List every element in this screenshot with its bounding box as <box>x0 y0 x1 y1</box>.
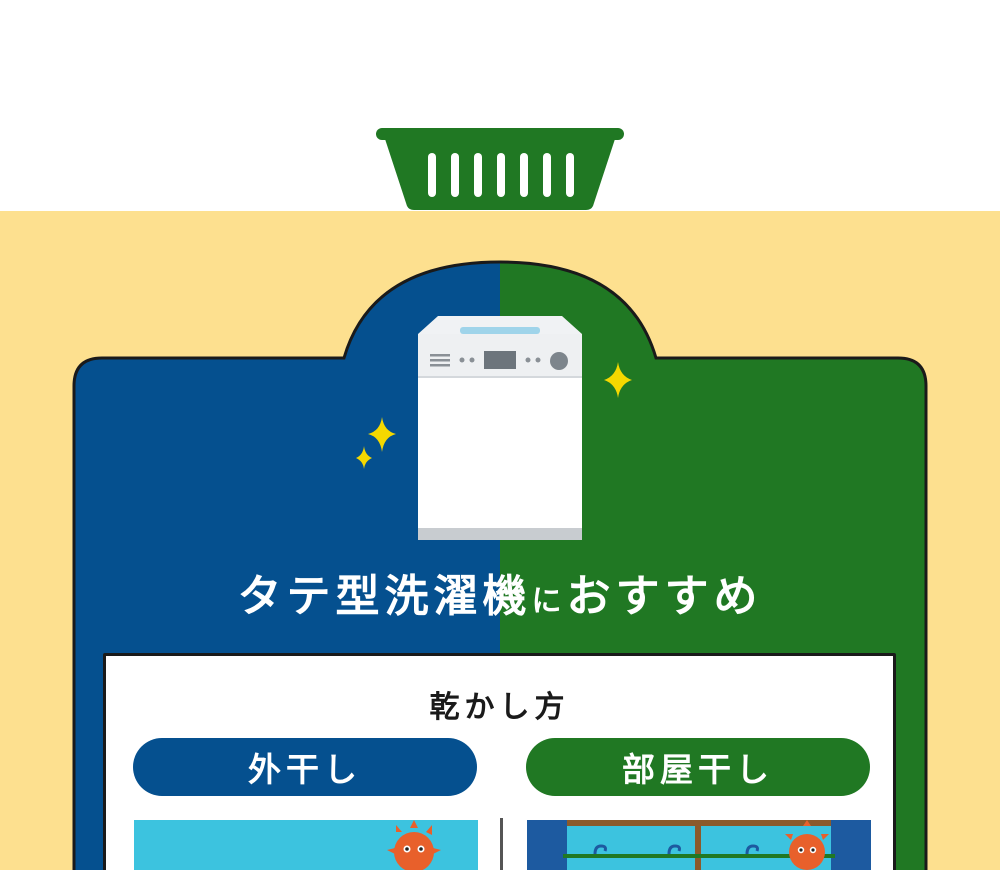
curtain-icon <box>527 820 567 870</box>
washing-machine-icon <box>418 316 582 540</box>
divider <box>500 818 503 870</box>
headline-particle: に <box>531 584 567 619</box>
indoor-drying-button[interactable]: 部屋干し <box>526 738 870 796</box>
headline-recommend: おすすめ <box>566 571 763 622</box>
sparkle-icon <box>356 362 632 469</box>
outdoor-drying-button[interactable]: 外干し <box>133 738 477 796</box>
hanger-icon <box>593 844 759 855</box>
laundry-basket-icon <box>376 128 624 210</box>
outdoor-scene <box>134 820 478 870</box>
sun-icon <box>387 820 441 870</box>
indoor-scene <box>527 820 871 870</box>
headline-product: タテ型洗濯機 <box>237 571 532 622</box>
indoor-window <box>527 820 871 870</box>
headline: タテ型洗濯機におすすめ <box>100 560 900 624</box>
panel-title: 乾かし方 <box>429 690 570 725</box>
drying-method-panel: 乾かし方 外干し 部屋干し <box>103 653 896 870</box>
